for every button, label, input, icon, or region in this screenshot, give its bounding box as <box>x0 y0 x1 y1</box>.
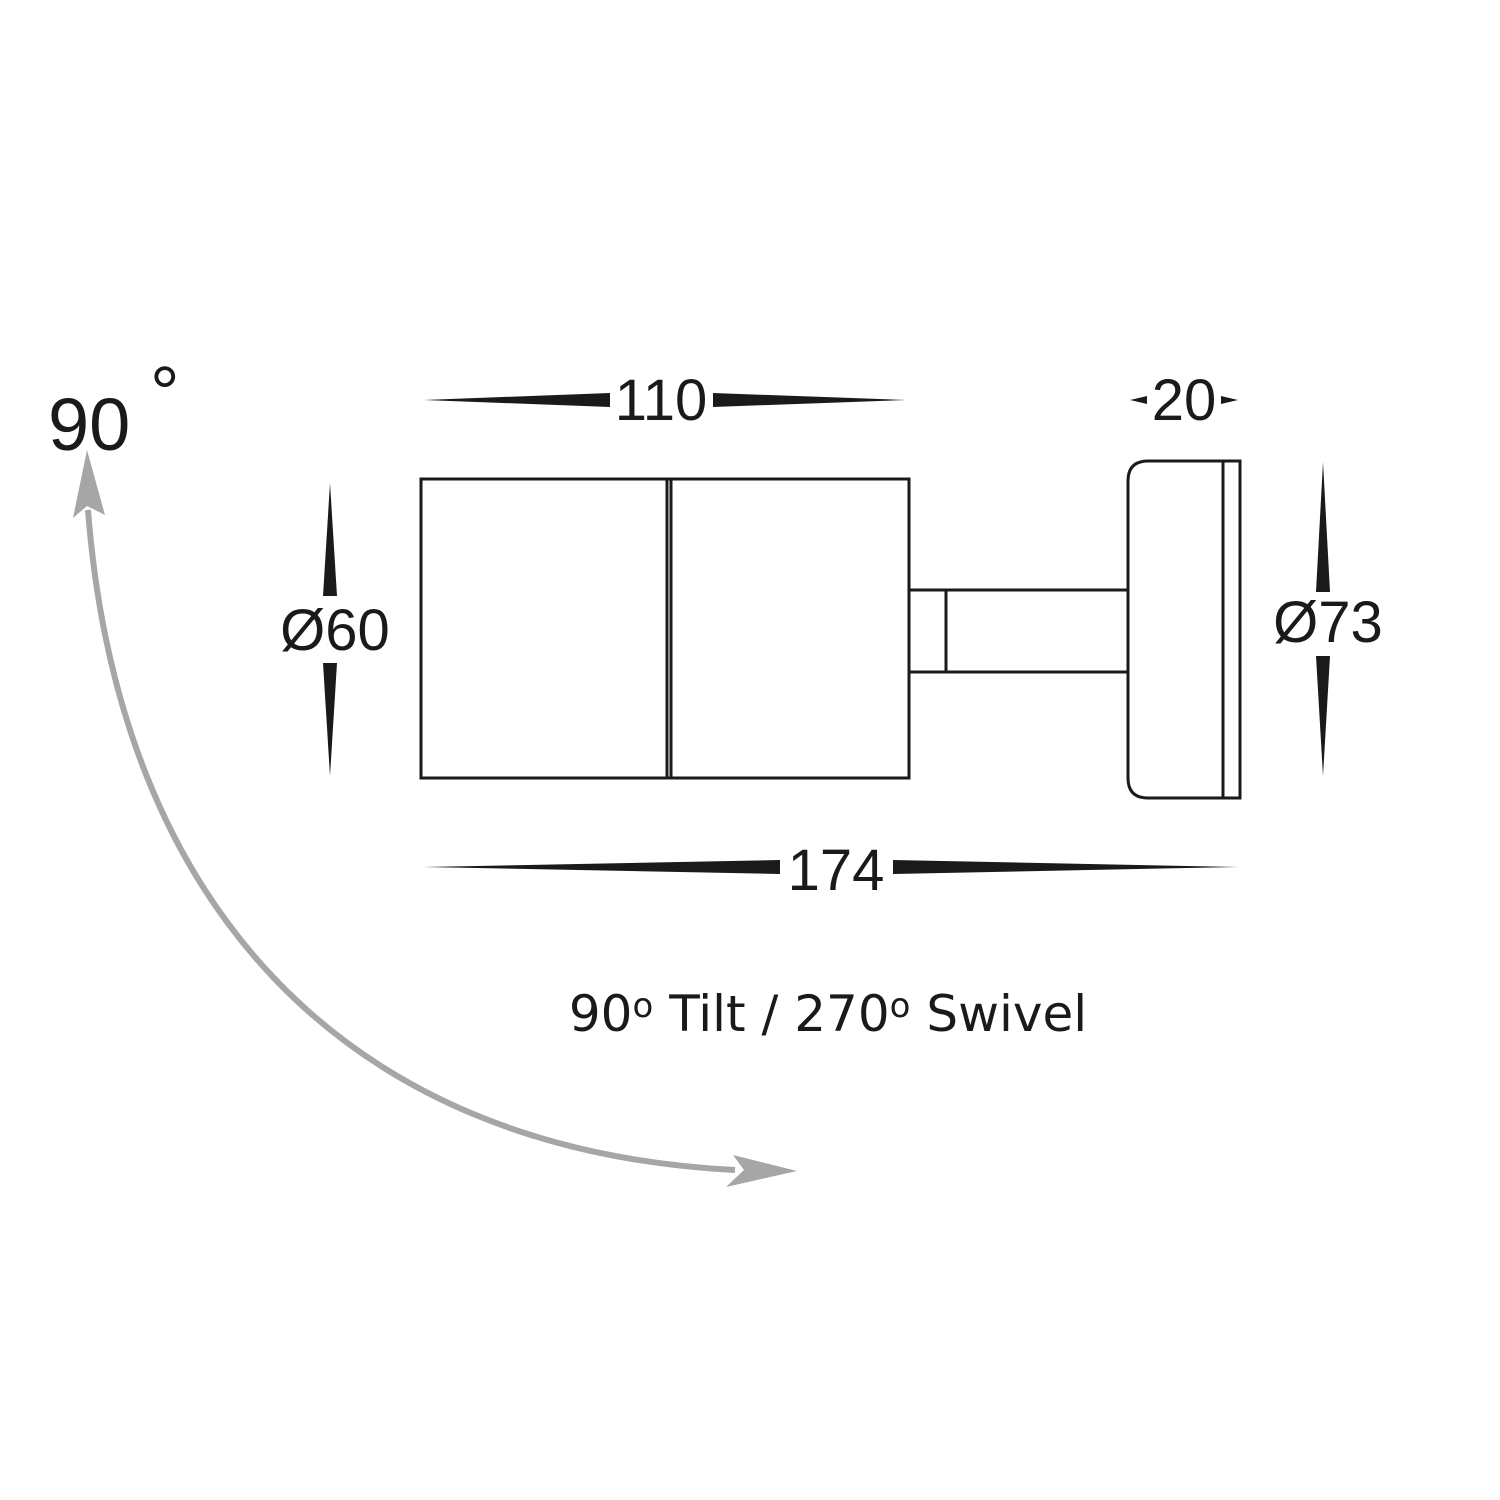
dimension-body-diameter: Ø60 <box>280 483 390 776</box>
caption-swivel-degree: o <box>890 986 911 1026</box>
tilt-arc-arrow <box>85 509 736 1173</box>
tilt-swivel-caption: 90o Tilt / 270o Swivel <box>569 985 1087 1043</box>
dimension-base-diameter: Ø73 <box>1273 462 1383 776</box>
tilt-angle-value: 90 <box>48 383 130 466</box>
dimension-label-base-depth: 20 <box>1152 368 1217 433</box>
dimension-label-overall-length: 174 <box>788 838 885 903</box>
dimension-overall-length: 174 <box>424 838 1238 903</box>
lamp-arm <box>907 588 1130 674</box>
dimension-base-depth: 20 <box>1130 368 1238 433</box>
mounting-base <box>1126 459 1242 800</box>
tilt-arrowhead-right-icon <box>726 1155 797 1187</box>
tilt-angle-degree-symbol: ° <box>150 351 180 434</box>
dimension-label-base-diameter: Ø73 <box>1273 590 1383 655</box>
tilt-indicator: 90 ° <box>48 351 797 1187</box>
dimension-label-body-length: 110 <box>615 368 707 433</box>
dimension-body-length: 110 <box>424 368 906 433</box>
dimension-label-body-diameter: Ø60 <box>280 598 390 663</box>
caption-tilt-degree: o <box>632 986 653 1026</box>
caption-swivel-label: Swivel <box>910 985 1087 1043</box>
tilt-arrowhead-up-icon <box>73 450 105 518</box>
caption-tilt-value: 90 <box>569 985 633 1043</box>
caption-tilt-label: Tilt / 270 <box>653 985 889 1043</box>
lamp-head-outline <box>419 477 911 780</box>
base-plate-outline <box>1126 459 1242 800</box>
lamp-body <box>419 477 911 780</box>
arm-outline <box>907 588 1130 674</box>
